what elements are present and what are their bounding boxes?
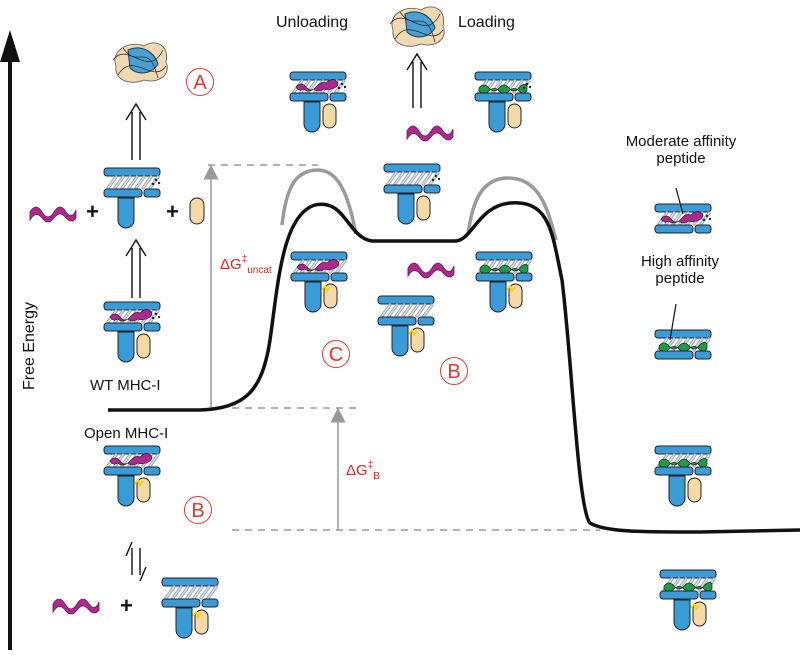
mhc-empty-center [383, 163, 441, 225]
free-peptide-center-mid [407, 262, 455, 279]
double-arrows [125, 52, 428, 582]
mhc-open-empty [161, 577, 219, 639]
free-peptide-bottom [52, 598, 100, 615]
mhc-legend-high [654, 329, 712, 360]
mhc-empty-open-mid [377, 295, 435, 357]
plus-sign-bottom: + [120, 593, 133, 618]
plus-sign-right: + [166, 199, 179, 224]
mhc-empty-left [103, 167, 161, 229]
marker-c: C [322, 340, 350, 368]
aggregate-blob-left [112, 42, 168, 83]
mhc-moderate-wt [103, 301, 161, 363]
plus-sign-left: + [86, 199, 99, 224]
free-peptide-center-top [406, 125, 454, 142]
mhc-loading [474, 71, 532, 133]
mhc-open-moderate [103, 445, 161, 507]
free-energy-curve [108, 201, 800, 534]
free-b2m [189, 197, 205, 225]
dg-b-label: ΔG‡B [346, 460, 380, 482]
dg-uncat-label: ΔG‡uncat [220, 254, 272, 276]
high-affinity-label: High affinity peptide [640, 253, 720, 287]
marker-b-left: B [184, 496, 212, 524]
energy-arrows [203, 164, 346, 530]
mhc-high-right [654, 445, 712, 507]
mhc-unloading [289, 71, 347, 133]
wt-mhc-label: WT MHC-I [90, 377, 161, 394]
marker-b-center: B [440, 357, 468, 385]
unloading-label: Unloading [276, 14, 349, 31]
aggregate-blob-center [389, 6, 445, 47]
mhc-complexes [103, 71, 717, 639]
y-axis [0, 30, 20, 650]
legend-pointers [669, 187, 684, 341]
mhc-high-open-right [659, 569, 717, 631]
loading-label: Loading [458, 14, 515, 31]
y-axis-label: Free Energy [21, 301, 38, 391]
uncatalyzed-barrier-curve [280, 168, 558, 241]
moderate-affinity-label: Moderate affinity peptide [625, 133, 737, 167]
open-mhc-label: Open MHC-I [84, 425, 169, 442]
mhc-moderate-open-mid [290, 251, 348, 313]
mhc-legend-moderate [654, 203, 712, 234]
free-peptide-left [29, 206, 77, 223]
free-peptides [29, 125, 455, 615]
marker-a: A [186, 68, 214, 96]
mhc-high-open-mid [475, 251, 533, 313]
